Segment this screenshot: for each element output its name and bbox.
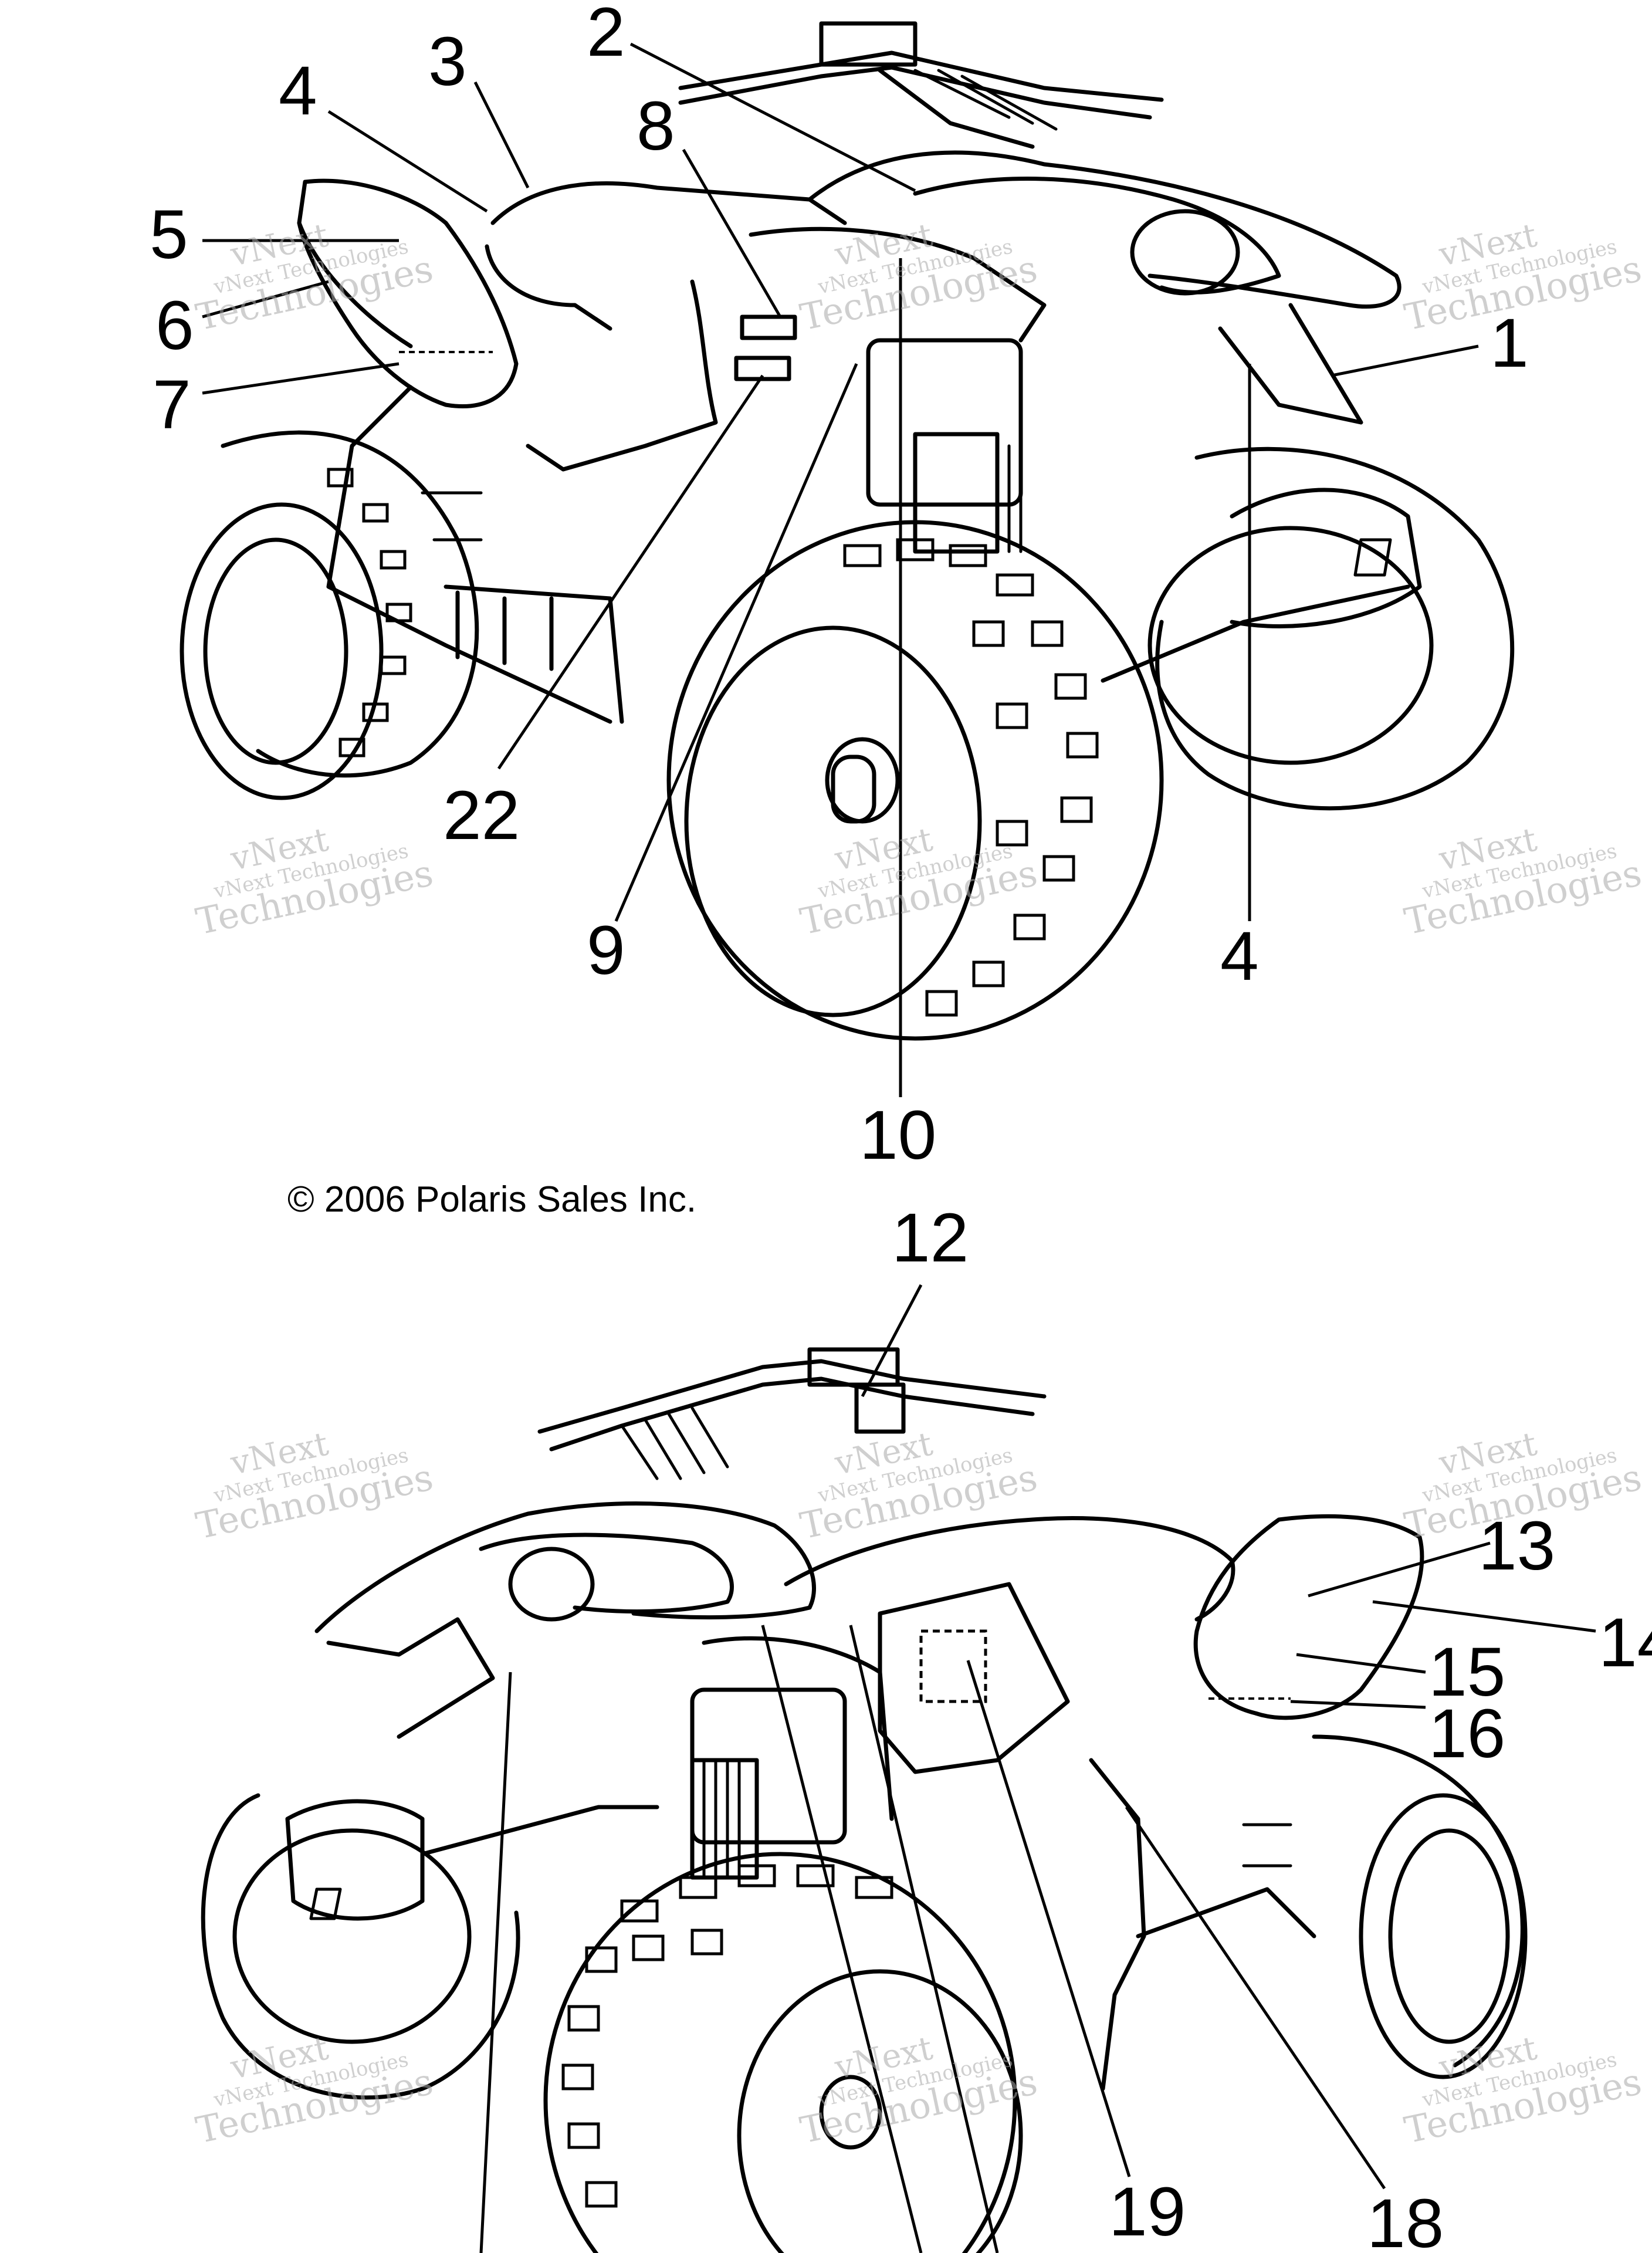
watermark: vNext vNext Technologies Technologies xyxy=(1401,820,1646,943)
rear-tire-tread xyxy=(327,468,412,757)
atv-bottom-illustration xyxy=(201,1347,1528,2253)
callouts-top: 2 3 4 8 5 6 7 1 22 9 4 10 xyxy=(150,0,1529,1174)
callout-top-4a: 4 xyxy=(279,52,317,130)
callout-top-2: 2 xyxy=(587,0,625,71)
callout-bottom-18: 18 xyxy=(1367,2185,1444,2253)
callout-bottom-19: 19 xyxy=(1109,2173,1186,2251)
watermark: vNext vNext Technologies Technologies xyxy=(797,1425,1041,1547)
callout-top-5: 5 xyxy=(150,196,188,273)
callouts-bottom: 12 13 14 15 16 19 18 xyxy=(892,1199,1652,2253)
watermark: vNext vNext Technologies Technologies xyxy=(797,2029,1041,2151)
front-tire-tread xyxy=(843,538,1099,1017)
callout-top-22: 22 xyxy=(443,777,520,854)
watermark: vNext vNext Technologies Technologies xyxy=(192,820,437,943)
callout-bottom-16: 16 xyxy=(1428,1695,1505,1772)
watermark: vNext vNext Technologies Technologies xyxy=(797,216,1041,339)
callout-bottom-12: 12 xyxy=(892,1199,969,1277)
callout-top-8: 8 xyxy=(637,87,675,165)
callout-bottom-13: 13 xyxy=(1478,1507,1555,1585)
callout-bottom-15: 15 xyxy=(1428,1633,1505,1711)
callout-top-3: 3 xyxy=(428,23,467,100)
callout-top-7: 7 xyxy=(153,366,191,444)
callout-top-1: 1 xyxy=(1490,305,1529,382)
watermark: vNext vNext Technologies Technologies xyxy=(192,2029,437,2151)
callout-top-10: 10 xyxy=(859,1097,936,1174)
callout-bottom-14: 14 xyxy=(1599,1604,1652,1682)
callout-top-4b: 4 xyxy=(1220,918,1259,995)
callout-top-9: 9 xyxy=(587,912,625,989)
callout-top-6: 6 xyxy=(155,287,194,364)
leader-lines-bottom xyxy=(479,1284,1596,2253)
watermark: vNext vNext Technologies Technologies xyxy=(192,1425,437,1547)
watermark: vNext vNext Technologies Technologies xyxy=(192,216,437,339)
copyright-text: © 2006 Polaris Sales Inc. xyxy=(287,1179,696,1220)
bottom-tire-tread xyxy=(561,1864,893,2208)
atv-top-illustration xyxy=(180,21,1515,1041)
leader-lines-top xyxy=(202,42,1479,1097)
watermark: vNext vNext Technologies Technologies xyxy=(1401,2029,1646,2151)
